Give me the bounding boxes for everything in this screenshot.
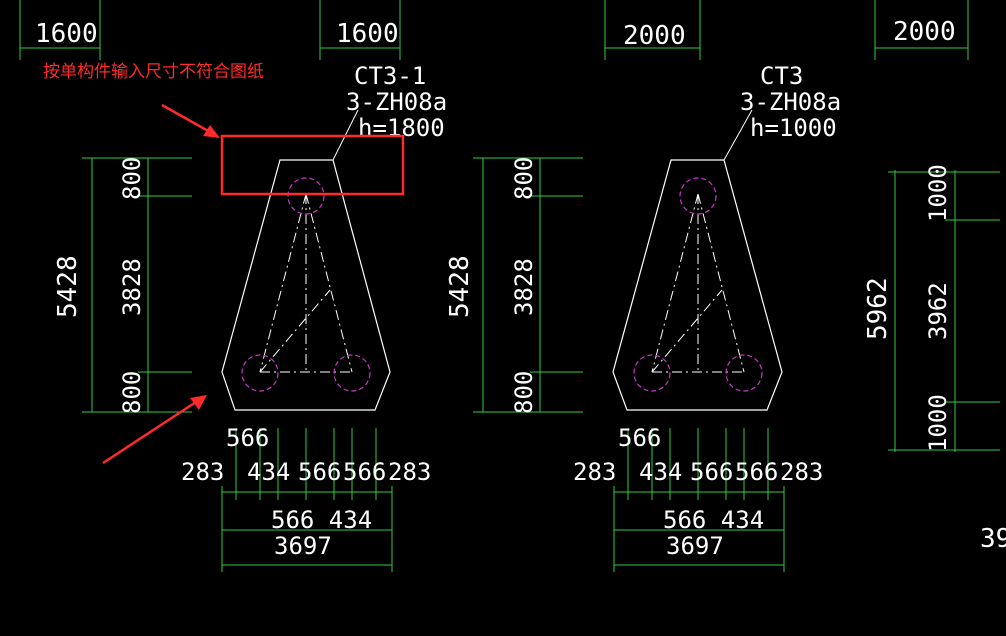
cap2-total-width: 3697 [666, 532, 724, 560]
top-dim-1: 1600 [35, 19, 98, 49]
cap2-piles [633, 177, 763, 392]
cap1-height: h=1800 [358, 114, 445, 142]
cap1-label: CT3-1 [354, 62, 426, 90]
cap2-height: h=1000 [750, 114, 837, 142]
cap2-seg-bot: 800 [510, 371, 538, 414]
cap1-total-height: 5428 [53, 255, 83, 318]
right-seg-bot: 1000 [924, 394, 952, 452]
cap2-pile-left [633, 354, 671, 392]
cap2-pile-spacing: 566 [618, 424, 661, 452]
cap2-label: CT3 [760, 62, 803, 90]
right-partial-text: 39 [980, 524, 1006, 554]
top-dim-2: 1600 [336, 19, 399, 49]
annotation-arrowhead-2 [190, 395, 207, 410]
cap1-bot-5: 283 [388, 458, 431, 486]
right-seg-top: 1000 [924, 164, 952, 222]
cap2-bot-row2: 566 434 [663, 506, 764, 534]
cap2-bot-2: 434 [639, 458, 682, 486]
right-total-height: 5962 [863, 277, 893, 340]
cap1-bot-3: 566 [298, 458, 341, 486]
cap1-bot-4: 566 [343, 458, 386, 486]
cap1-pile-left [241, 354, 279, 392]
red-annotation: 按单构件输入尺寸不符合图纸 [43, 62, 405, 465]
right-partial-dims: 5962 1000 3962 1000 39 [863, 164, 1006, 554]
cap2-seg-mid: 3828 [510, 258, 538, 316]
cap1-pile-right [333, 354, 371, 392]
pile-cap-2: 5428 800 3828 800 CT3 3-ZH08a h=1000 [445, 62, 841, 572]
cap1-seg-bot: 800 [118, 371, 146, 414]
cap2-pile-top [679, 177, 717, 215]
top-dimension-group [19, 0, 969, 60]
cap2-centerlines [651, 193, 745, 373]
cap1-seg-top: 800 [118, 157, 146, 200]
cap2-bot-5: 283 [780, 458, 823, 486]
cap1-bot-row2: 566 434 [271, 506, 372, 534]
top-dim-3: 2000 [623, 21, 686, 51]
cap1-bot-1: 283 [181, 458, 224, 486]
annotation-box [220, 134, 405, 196]
right-seg-mid: 3962 [924, 282, 952, 340]
cap2-pile-right [725, 354, 763, 392]
annotation-arrow-2 [102, 400, 197, 465]
cap1-bottom-dims [221, 428, 393, 572]
cap2-bot-4: 566 [735, 458, 778, 486]
pile-cap-1: 5428 800 3828 800 CT3-1 3-ZH08a h=1800 [53, 62, 447, 572]
cap1-bot-2: 434 [247, 458, 290, 486]
cap2-pile-spec: 3-ZH08a [740, 88, 841, 116]
cap1-seg-mid: 3828 [118, 258, 146, 316]
cap1-total-width: 3697 [274, 532, 332, 560]
top-dim-4: 2000 [893, 17, 956, 47]
cap1-piles [241, 177, 371, 392]
cap2-bottom-dims [613, 428, 785, 572]
cap1-pile-top [287, 177, 325, 215]
cap2-seg-top: 800 [510, 157, 538, 200]
cap1-pile-spacing: 566 [226, 424, 269, 452]
cap1-vertical-dims [82, 157, 192, 413]
cap1-pile-spec: 3-ZH08a [346, 88, 447, 116]
cap2-bot-3: 566 [690, 458, 733, 486]
annotation-arrow-1 [161, 103, 211, 134]
annotation-arrowhead-1 [203, 125, 220, 138]
cap1-centerlines [259, 193, 353, 373]
cap2-vertical-dims [473, 157, 583, 413]
cap2-bot-1: 283 [573, 458, 616, 486]
cap2-total-height: 5428 [445, 255, 475, 318]
cap2-leader [723, 109, 753, 161]
annotation-note: 按单构件输入尺寸不符合图纸 [43, 62, 264, 82]
